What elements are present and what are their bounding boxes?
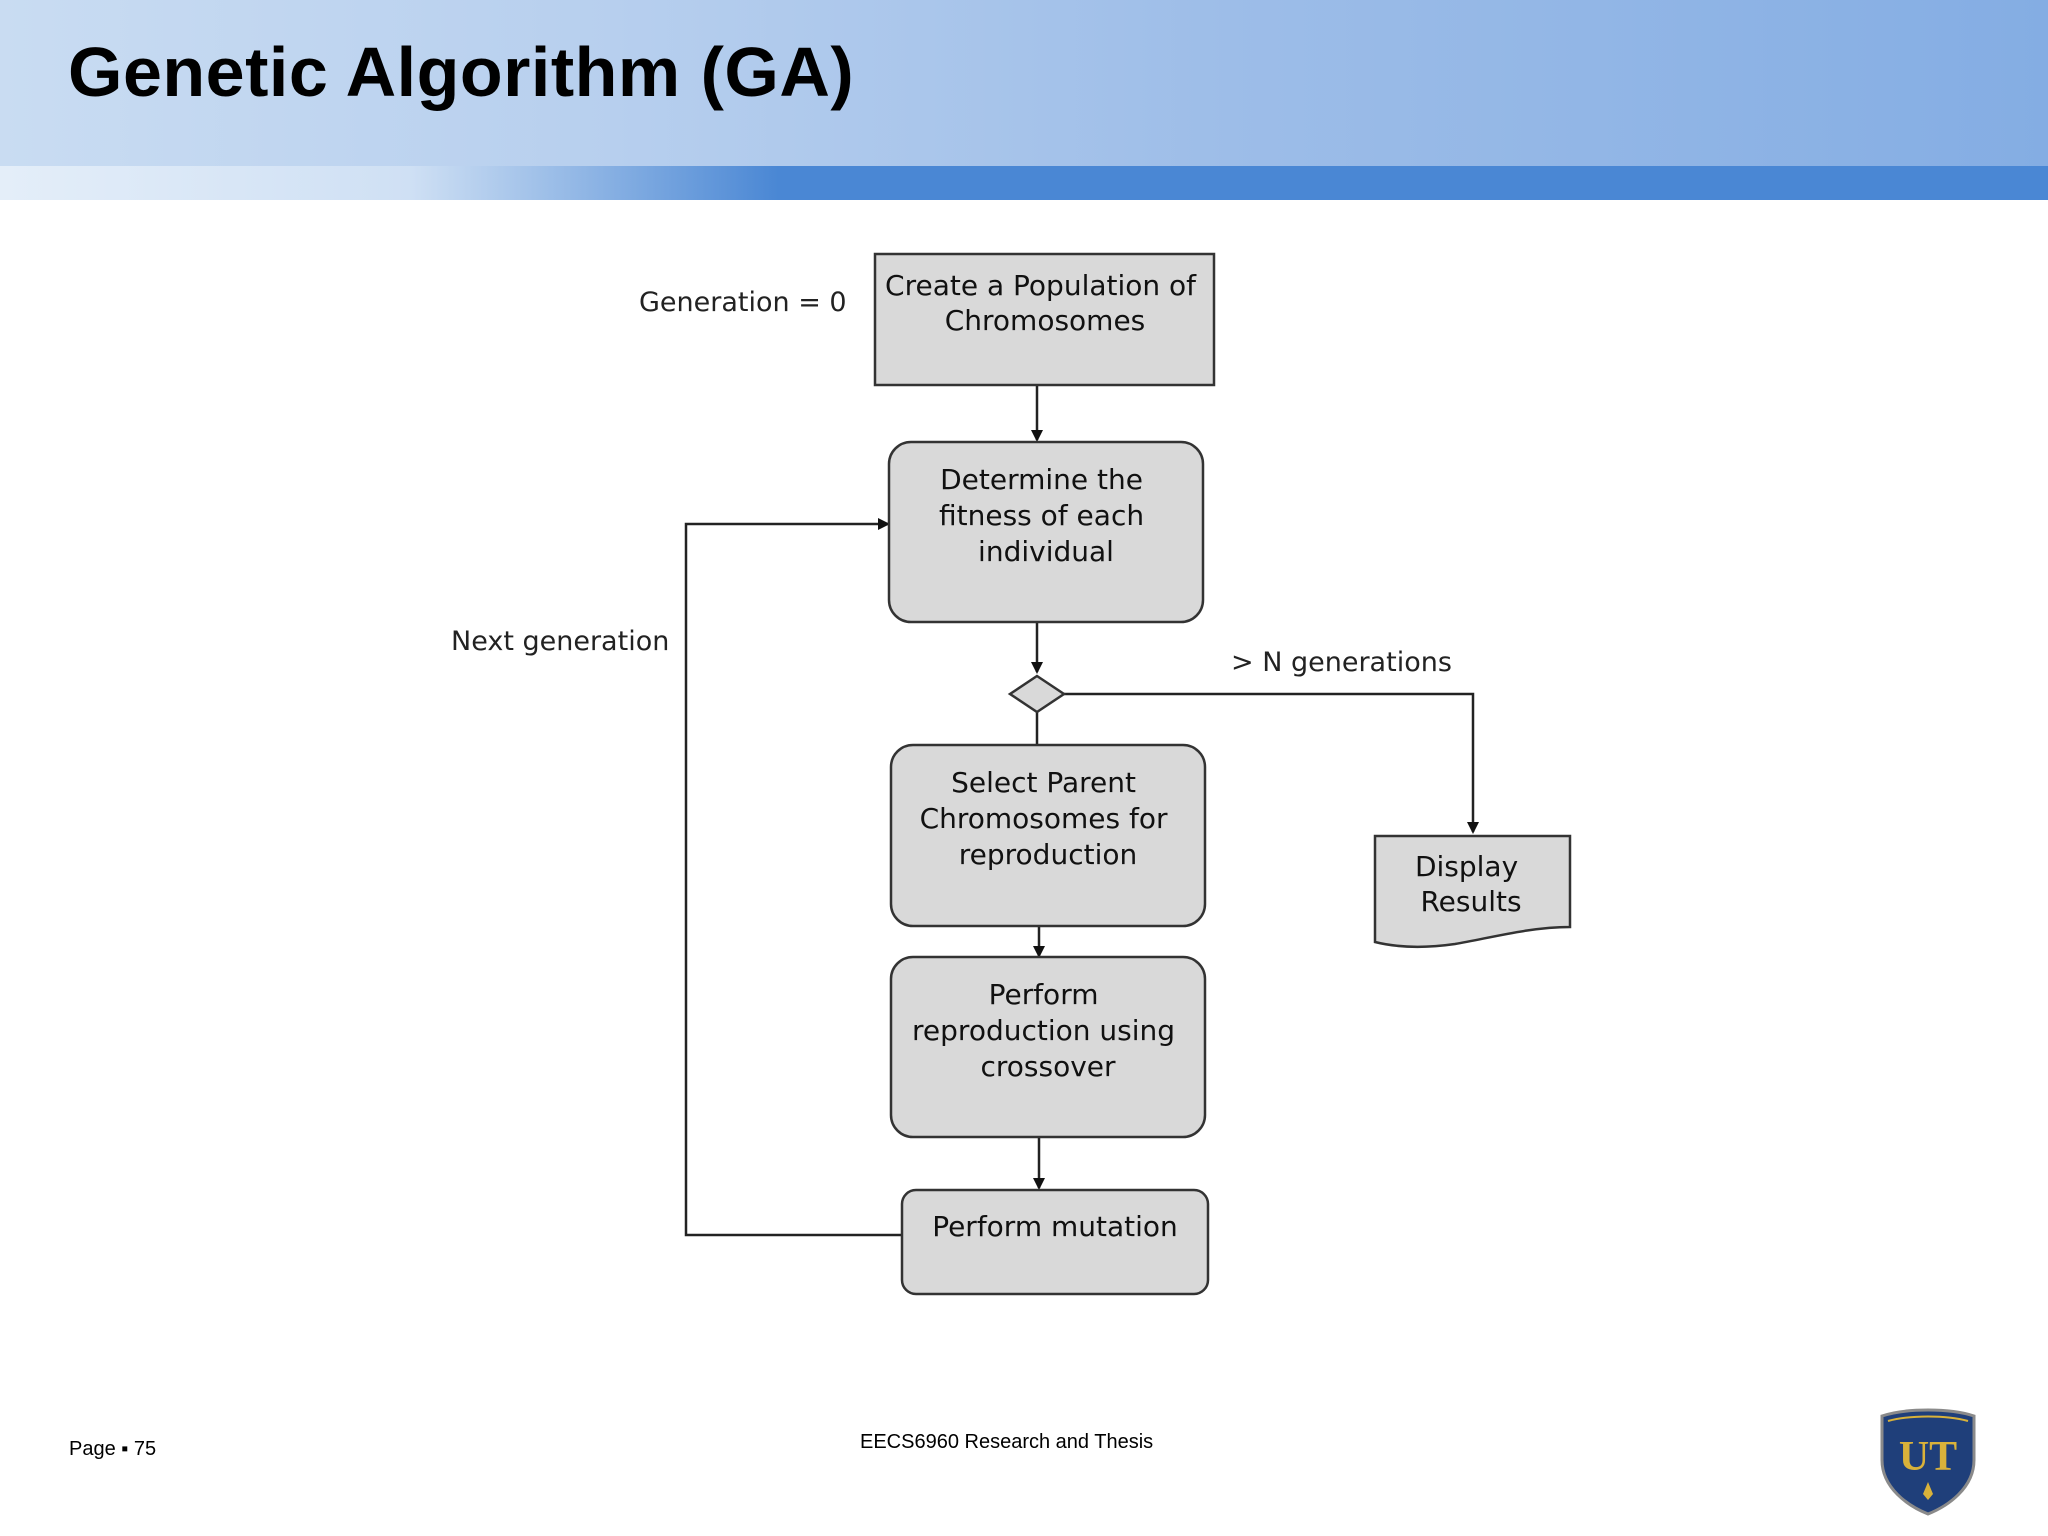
arrow-loop-next-generation xyxy=(684,518,902,1237)
node-create-line-1: Create a Population of xyxy=(885,269,1197,302)
svg-text:Determine the fitness of: Determine the fitness of each individual xyxy=(939,463,1153,568)
svg-text:Display Results: Display Results xyxy=(1415,850,1527,918)
svg-text:Perform reproduction usi: Perform reproduction using crossover xyxy=(912,978,1184,1083)
node-crossover-line-2: reproduction using xyxy=(912,1014,1175,1047)
svg-text:Perform mutation: Perform mutation xyxy=(932,1210,1178,1243)
node-select-line-1: Select Parent xyxy=(951,766,1136,799)
label-generation-zero: Generation = 0 xyxy=(639,287,847,318)
node-select-line-3: reproduction xyxy=(959,838,1137,871)
label-next-generation: Next generation xyxy=(451,626,669,657)
node-display-results: Display Results xyxy=(1373,834,1572,949)
svg-text:Create a Population of C: Create a Population of Chromosomes xyxy=(885,269,1205,337)
node-fitness-line-2: fitness of each xyxy=(939,499,1144,532)
node-determine-fitness: Determine the fitness of each individual xyxy=(887,440,1205,624)
node-select-line-2: Chromosomes for xyxy=(920,802,1168,835)
footer-course-title: EECS6960 Research and Thesis xyxy=(860,1431,1154,1453)
node-mutation: Perform mutation xyxy=(900,1188,1210,1296)
logo-text: UT xyxy=(1899,1434,1957,1480)
node-create-line-2: Chromosomes xyxy=(945,304,1146,337)
slide-title: Genetic Algorithm (GA) xyxy=(68,33,855,111)
node-display-line-2: Results xyxy=(1420,885,1521,918)
node-fitness-line-3: individual xyxy=(978,535,1114,568)
node-crossover-line-1: Perform xyxy=(989,978,1099,1011)
node-create-population: Create a Population of Chromosomes xyxy=(873,252,1216,387)
arrow-decision-to-display xyxy=(1064,692,1479,834)
svg-text:Select Parent Chromosome: Select Parent Chromosomes for reproducti… xyxy=(920,766,1177,871)
decision-diamond xyxy=(1007,674,1067,714)
label-n-generations: > N generations xyxy=(1231,647,1452,678)
node-crossover: Perform reproduction using crossover xyxy=(889,955,1207,1139)
header-accent-bar xyxy=(0,166,2048,200)
connectors xyxy=(684,386,1479,1237)
node-fitness-line-1: Determine the xyxy=(940,463,1143,496)
ut-shield-logo: UT xyxy=(1880,1408,1976,1516)
footer-page-number: Page ▪ 75 xyxy=(69,1438,157,1460)
node-select-parents: Select Parent Chromosomes for reproducti… xyxy=(889,743,1207,928)
node-mutation-line-1: Perform mutation xyxy=(932,1210,1178,1243)
node-crossover-line-3: crossover xyxy=(980,1050,1116,1083)
node-display-line-1: Display xyxy=(1415,850,1518,883)
